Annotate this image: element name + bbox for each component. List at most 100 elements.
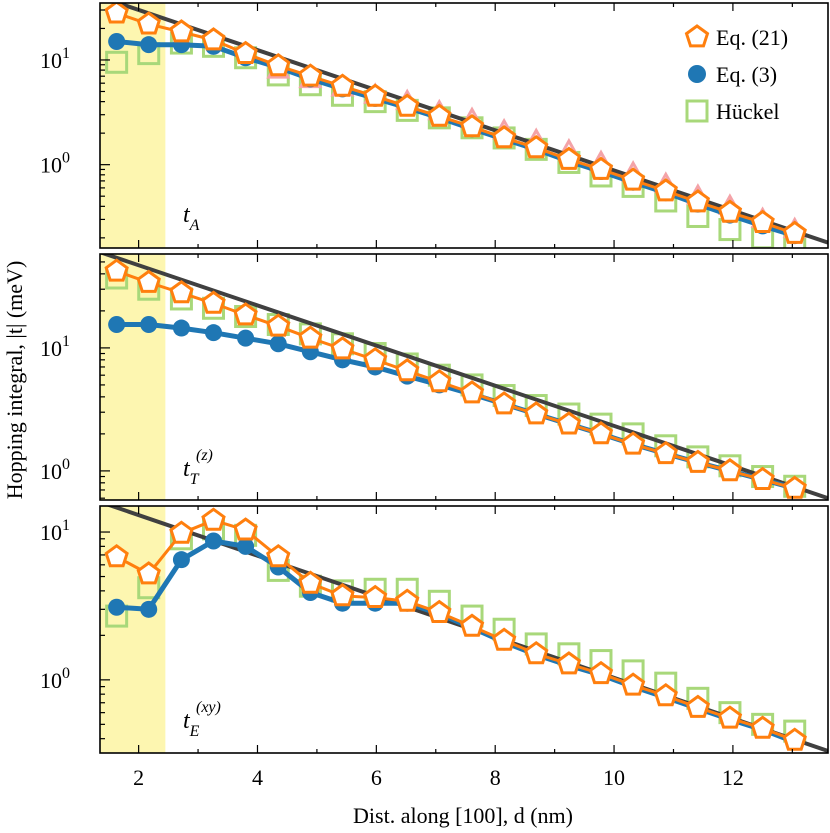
panel-1: 101 100 tA <box>40 2 829 249</box>
y-tick-label: 100 <box>40 150 70 178</box>
eq21-pentagon-marker <box>653 178 678 202</box>
eq21-pentagon-marker <box>330 73 355 97</box>
eq21-pentagon-marker <box>556 651 582 675</box>
eq21-pentagon-marker <box>298 63 323 87</box>
legend-pentagon-marker <box>684 24 710 48</box>
eq21-pentagon-marker <box>620 672 646 696</box>
eq21-pentagon-marker <box>201 507 226 531</box>
eq21-pentagon-marker <box>685 694 711 718</box>
eq21-pentagon-marker <box>717 199 743 223</box>
plot-area <box>104 3 828 248</box>
x-tick-label: 6 <box>371 765 382 790</box>
eq21-pentagon-marker <box>556 411 582 435</box>
y-tick-label: 100 <box>40 665 70 693</box>
eq21-pentagon-marker <box>169 280 194 304</box>
eq21-pentagon-marker <box>620 431 646 455</box>
plot-area <box>100 254 828 500</box>
huckel-square-marker <box>105 50 129 74</box>
y-tick-label: 101 <box>40 333 70 361</box>
eq21-pentagon-marker <box>233 517 258 541</box>
eq21-pentagon-marker <box>782 220 807 244</box>
panel-label: tE(xy) <box>183 699 221 740</box>
eq21-pentagon-marker <box>362 346 388 371</box>
eq21-pentagon-marker <box>395 93 420 117</box>
x-tick-label: 12 <box>722 765 744 790</box>
eq21-pentagon-marker <box>136 269 161 293</box>
eq21-pentagon-marker <box>523 640 549 665</box>
legend-entry-eq21: Eq. (21) <box>684 24 788 50</box>
y-axis-label: Hopping integral, |t| (meV) <box>2 261 27 500</box>
eq3-circle-marker <box>237 329 255 347</box>
eq21-pentagon-marker <box>427 103 452 127</box>
panel-label: tA <box>183 202 200 234</box>
eq21-line <box>116 269 796 490</box>
eq21-pentagon-marker <box>750 715 775 739</box>
eq21-pentagon-marker <box>136 11 161 35</box>
eq21-pentagon-marker <box>782 727 807 751</box>
eq21-pentagon-marker <box>298 325 323 349</box>
eq21-pentagon-marker <box>330 583 355 607</box>
x-tick-label: 4 <box>252 765 263 790</box>
eq21-pentagon-marker <box>330 336 355 360</box>
legend-entry-huckel: Hückel <box>685 99 780 124</box>
eq3-circle-marker <box>172 319 190 337</box>
plot-area <box>104 506 828 753</box>
eq3-circle-marker <box>205 532 223 550</box>
eq21-pentagon-marker <box>104 543 129 568</box>
eq21-pentagon-marker <box>233 302 258 326</box>
eq21-pentagon-marker <box>104 3 129 24</box>
eq21-pentagon-marker <box>266 313 291 337</box>
eq21-pentagon-marker <box>523 401 549 425</box>
eq21-line <box>116 11 796 235</box>
eq21-pentagon-marker <box>717 458 743 482</box>
legend-circle-marker <box>688 65 706 83</box>
panel-frame <box>99 505 829 754</box>
eq21-pentagon-marker <box>459 613 485 637</box>
eq21-pentagon-marker <box>233 40 258 64</box>
panel-label: tT(z) <box>183 447 213 488</box>
eq3-circle-marker <box>237 537 255 555</box>
eq21-pentagon-marker <box>491 125 517 149</box>
eq21-pentagon-marker <box>620 167 646 191</box>
eq21-pentagon-marker <box>750 466 775 490</box>
eq3-circle-marker <box>108 315 126 333</box>
eq3-circle-marker <box>108 598 126 616</box>
eq21-pentagon-marker <box>427 599 452 623</box>
eq21-pentagon-marker <box>491 391 517 415</box>
eq21-pentagon-marker <box>653 682 678 707</box>
panel-frame <box>99 253 829 501</box>
eq21-pentagon-marker <box>298 570 323 594</box>
eq21-pentagon-marker <box>459 380 485 404</box>
eq21-pentagon-marker <box>104 258 129 282</box>
eq21-pentagon-marker <box>588 660 614 685</box>
eq21-pentagon-marker <box>588 421 614 445</box>
eq21-pentagon-marker <box>491 627 517 651</box>
eq21-pentagon-marker <box>459 113 485 138</box>
panel-frame <box>99 2 829 249</box>
eq21-pentagon-marker <box>169 520 194 544</box>
y-tick-label: 101 <box>40 45 70 73</box>
eq3-line <box>116 39 796 238</box>
eq3-circle-marker <box>172 551 190 569</box>
eq21-pentagon-marker <box>427 368 452 393</box>
eq3-circle-marker <box>269 335 287 353</box>
eq21-pentagon-marker <box>362 83 388 107</box>
eq21-pentagon-marker <box>362 584 388 608</box>
eq21-pentagon-marker <box>717 705 743 729</box>
legend-label-eq21: Eq. (21) <box>716 25 788 50</box>
eq21-pentagon-marker <box>395 588 420 612</box>
eq3-circle-marker <box>140 600 158 618</box>
eq21-pentagon-marker <box>169 19 194 43</box>
eq21-pentagon-marker <box>653 440 678 465</box>
eq21-pentagon-marker <box>201 290 226 314</box>
eq3-circle-marker <box>140 36 158 54</box>
eq21-pentagon-marker <box>523 134 549 159</box>
eq21-pentagon-marker <box>685 189 711 213</box>
eq21-pentagon-marker <box>136 561 161 585</box>
eq21-pentagon-marker <box>266 543 291 568</box>
eq21-pentagon-marker <box>782 475 807 499</box>
eq21-pentagon-marker <box>201 27 226 51</box>
